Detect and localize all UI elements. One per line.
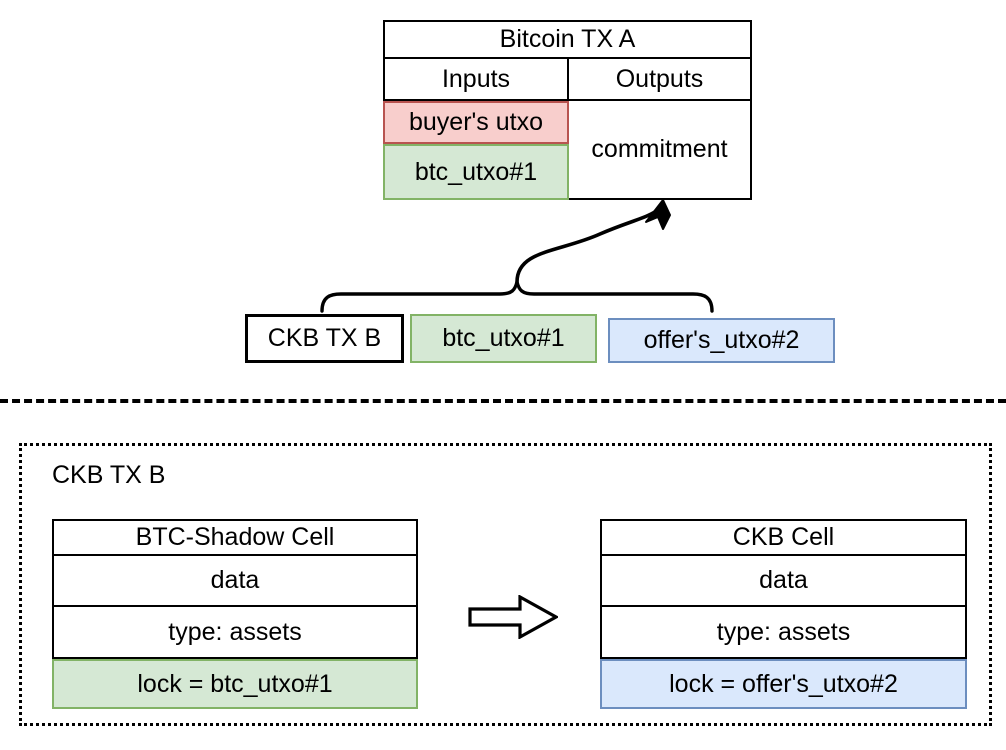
inputs-header: Inputs bbox=[383, 59, 569, 101]
btc-shadow-cell-table: BTC-Shadow Cell data type: assets lock =… bbox=[52, 519, 418, 709]
bitcoin-tx-a-title: Bitcoin TX A bbox=[383, 20, 752, 59]
brace-path bbox=[320, 280, 714, 313]
arrow-curve bbox=[515, 207, 661, 284]
ckb-tx-b-label: CKB TX B bbox=[245, 314, 404, 363]
ckb-tx-b-input-btc-utxo-1: btc_utxo#1 bbox=[410, 314, 597, 363]
ckb-cell-table: CKB Cell data type: assets lock = offer'… bbox=[600, 519, 967, 709]
section-divider bbox=[0, 399, 1006, 403]
btc-shadow-cell-row-type: type: assets bbox=[52, 607, 418, 659]
arrow-head-icon bbox=[645, 199, 671, 230]
ckb-tx-b-input-offers-utxo-2: offer's_utxo#2 bbox=[608, 318, 835, 363]
ckb-cell-row-data: data bbox=[600, 556, 967, 607]
btc-shadow-cell-row-data: data bbox=[52, 556, 418, 607]
bitcoin-tx-a-table: Bitcoin TX A Inputs Outputs buyer's utxo… bbox=[383, 20, 752, 200]
ckb-cell-row-lock: lock = offer's_utxo#2 bbox=[600, 659, 967, 709]
btc-shadow-cell-title: BTC-Shadow Cell bbox=[52, 519, 418, 556]
ckb-tx-b-detail-title: CKB TX B bbox=[52, 461, 166, 489]
input-btc-utxo-1: btc_utxo#1 bbox=[383, 144, 569, 200]
right-arrow-icon bbox=[468, 595, 558, 639]
ckb-tx-b-row: CKB TX B btc_utxo#1 offer's_utxo#2 bbox=[245, 313, 837, 364]
ckb-cell-row-type: type: assets bbox=[600, 607, 967, 659]
btc-shadow-cell-row-lock: lock = btc_utxo#1 bbox=[52, 659, 418, 709]
ckb-cell-title: CKB Cell bbox=[600, 519, 967, 556]
outputs-header: Outputs bbox=[569, 59, 752, 101]
output-commitment: commitment bbox=[569, 101, 752, 200]
input-buyers-utxo: buyer's utxo bbox=[383, 101, 569, 144]
brace-connector bbox=[320, 199, 714, 313]
